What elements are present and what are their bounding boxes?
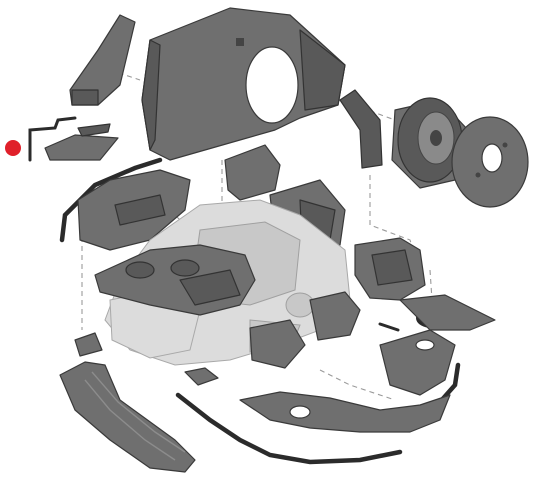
lower-left-tin [59, 361, 196, 473]
small-plate [44, 134, 119, 161]
lower-clip [184, 367, 219, 386]
right-lower-tin [379, 329, 456, 396]
cylinder-cover [94, 244, 256, 316]
marker-dot [5, 140, 21, 156]
small-plate-tab [77, 123, 111, 137]
left-seal-strip [59, 157, 163, 243]
wire-clip [28, 116, 77, 162]
mid-left-bracket [74, 332, 103, 357]
rear-lower-tin [239, 391, 451, 433]
right-plate [399, 294, 496, 331]
right-side-tin [354, 237, 426, 301]
fan-wheel [391, 97, 469, 189]
duct-hose [339, 89, 383, 169]
fan-shroud [141, 7, 346, 161]
backing-plate [451, 116, 529, 208]
lower-long-seal [175, 392, 403, 465]
right-mid-tin [309, 291, 361, 341]
upper-left-bracket [69, 14, 136, 106]
left-lower-tin [249, 319, 306, 369]
short-bar [378, 322, 400, 332]
left-cylinder-tin [77, 169, 191, 251]
center-small-tin [224, 144, 281, 201]
